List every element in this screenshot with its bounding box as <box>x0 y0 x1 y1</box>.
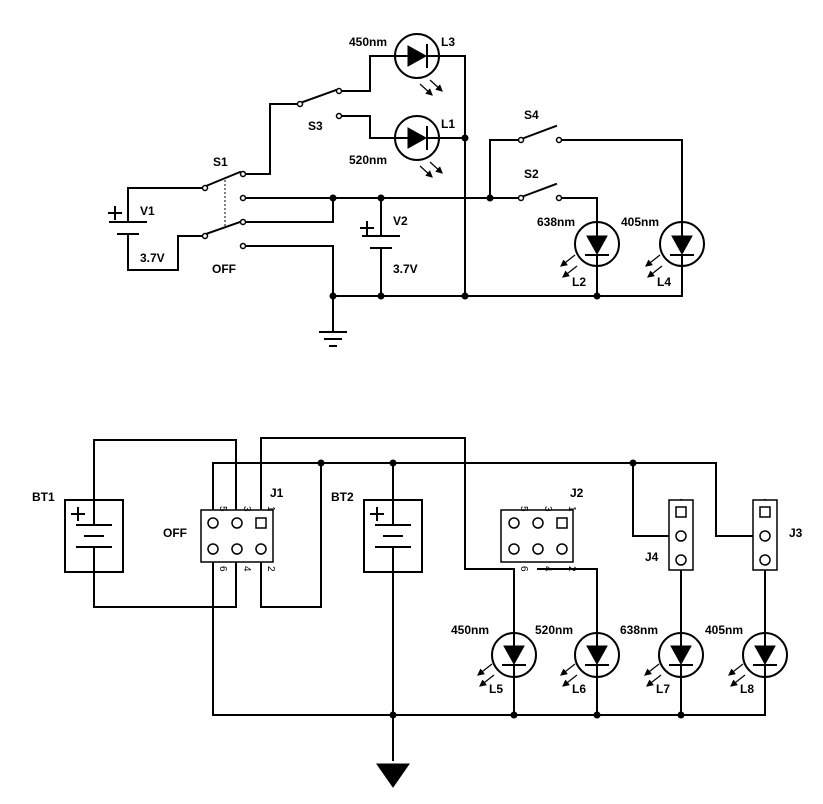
j2-pin-1: 1 <box>566 506 577 512</box>
bottom-schematic: BT1 J1 OFF 5 3 1 6 4 2 BT2 <box>32 437 803 788</box>
connector-j2 <box>500 509 574 563</box>
j2-pin-2: 2 <box>566 566 577 572</box>
v2-voltage-label: 3.7V <box>393 262 418 276</box>
off-label-bottom: OFF <box>163 526 187 540</box>
j2-pin-3: 3 <box>542 506 553 512</box>
l5-label: L5 <box>489 682 503 696</box>
bt1-label: BT1 <box>32 490 55 504</box>
led-l8 <box>728 629 788 716</box>
j2-label: J2 <box>570 486 584 500</box>
j1-pin-6: 6 <box>217 566 228 572</box>
j3-label: J3 <box>789 526 803 540</box>
connector-j3 <box>752 499 778 571</box>
s2-label: S2 <box>524 167 539 181</box>
off-label: OFF <box>212 262 236 276</box>
s1-label: S1 <box>213 155 228 169</box>
switch-s1 <box>201 170 247 250</box>
l6-wavelength-label: 520nm <box>535 623 573 637</box>
l3-wavelength-label: 450nm <box>349 35 387 49</box>
battery-bt1 <box>64 499 124 573</box>
j4-label: J4 <box>645 550 659 564</box>
l5-wavelength-label: 450nm <box>451 623 489 637</box>
l1-wavelength-label: 520nm <box>349 153 387 167</box>
v2-label: V2 <box>393 214 408 228</box>
j2-pin-4: 4 <box>542 566 553 572</box>
l3-label: L3 <box>441 35 455 49</box>
l8-wavelength-label: 405nm <box>705 623 743 637</box>
j1-pin-3: 3 <box>241 506 252 512</box>
l8-label: L8 <box>740 682 754 696</box>
s4-label: S4 <box>524 108 539 122</box>
ground-arrow-symbol <box>376 763 410 788</box>
l6-label: L6 <box>572 682 586 696</box>
l7-wavelength-label: 638nm <box>620 623 658 637</box>
l4-wavelength-label: 405nm <box>621 215 659 229</box>
v1-voltage-label: 3.7V <box>140 251 165 265</box>
switch-s2 <box>517 182 563 202</box>
connector-j1 <box>200 509 274 563</box>
switch-s4 <box>517 124 563 144</box>
j1-pin-2: 2 <box>265 566 276 572</box>
l2-wavelength-label: 638nm <box>537 215 575 229</box>
battery-bt2 <box>363 499 423 573</box>
led-l7 <box>644 629 704 716</box>
led-l4 <box>645 221 705 297</box>
j1-label: J1 <box>270 486 284 500</box>
top-schematic: V1 3.7V S1 OFF <box>108 33 705 347</box>
j1-pin-1: 1 <box>265 506 276 512</box>
bt2-label: BT2 <box>331 490 354 504</box>
connector-j4 <box>668 499 694 571</box>
led-l3 <box>394 33 466 96</box>
v1-label: V1 <box>140 204 155 218</box>
s3-label: S3 <box>308 119 323 133</box>
battery-v1 <box>108 187 147 271</box>
j1-pin-5: 5 <box>217 506 228 512</box>
led-l6 <box>560 629 620 716</box>
j2-pin-5: 5 <box>518 506 529 512</box>
junction-dots <box>329 134 601 300</box>
ground-symbol <box>319 331 347 347</box>
l1-label: L1 <box>441 117 455 131</box>
led-l2 <box>560 221 620 297</box>
l2-label: L2 <box>572 275 586 289</box>
junction-dots-bottom <box>317 459 685 719</box>
l7-label: L7 <box>656 682 670 696</box>
j1-pin-4: 4 <box>241 566 252 572</box>
led-l5 <box>477 629 537 716</box>
l4-label: L4 <box>657 275 671 289</box>
switch-s3 <box>296 87 343 120</box>
battery-v2 <box>360 197 400 297</box>
j2-pin-6: 6 <box>518 566 529 572</box>
led-l1 <box>394 115 466 178</box>
